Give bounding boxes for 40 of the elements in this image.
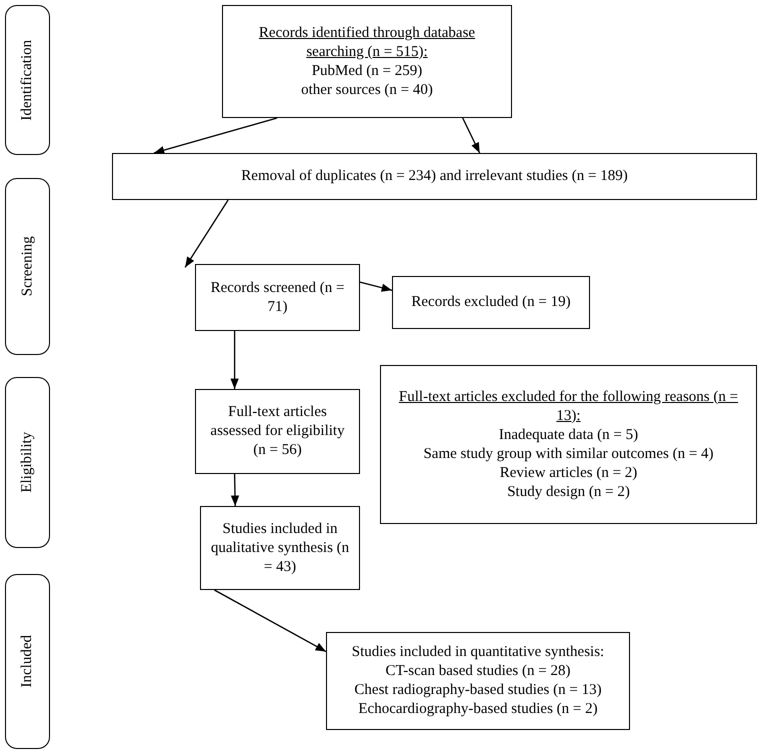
- phase-band: [5, 5, 50, 155]
- arrow: [360, 281, 392, 292]
- phase-label: Eligibility: [18, 432, 36, 493]
- process-box: [326, 632, 630, 730]
- box-text: Same study group with similar outcomes (n = 4): [423, 444, 714, 464]
- box-text: Full-text articles assessed for eligibility (n = 56): [209, 403, 346, 460]
- process-box: [392, 276, 590, 329]
- phase-label: Included: [18, 635, 36, 688]
- box-text: Review articles (n = 2): [500, 464, 638, 482]
- box-text: Removal of duplicates (n = 234) and irrelevant studies (n = 189): [241, 167, 628, 186]
- phase-band: [5, 574, 50, 749]
- box-text: Records screened (n = 71): [210, 278, 346, 316]
- box-text: Inadequate data (n = 5): [498, 426, 638, 444]
- arrow: [154, 117, 278, 154]
- arrow: [230, 474, 240, 506]
- phase-band: [5, 377, 50, 548]
- process-box: [112, 153, 757, 200]
- arrow: [184, 200, 229, 268]
- box-heading: Full-text articles excluded for the following reasons (n = 13):: [398, 388, 740, 426]
- arrow: [230, 331, 239, 389]
- box-text: Study design (n = 2): [507, 482, 630, 502]
- box-heading: Records identified through database searching (n = 515):: [258, 24, 476, 62]
- box-text: Studies included in qualitative synthesis (n = 43): [210, 520, 350, 576]
- box-text: CT-scan based studies (n = 28): [386, 662, 570, 681]
- box-heading: Studies included in quantitative synthesis:: [352, 643, 604, 662]
- arrow: [462, 118, 480, 154]
- process-box: [200, 506, 360, 590]
- process-box: [222, 5, 512, 118]
- process-box: [195, 264, 360, 331]
- box-text: PubMed (n = 259): [312, 62, 422, 80]
- box-text: Records excluded (n = 19): [411, 293, 571, 312]
- box-text: other sources (n = 40): [301, 80, 433, 100]
- phase-label: Identification: [18, 40, 36, 120]
- arrow: [214, 589, 326, 652]
- process-box: [195, 389, 360, 474]
- phase-band: [5, 178, 50, 355]
- box-text: Chest radiography-based studies (n = 13): [354, 681, 602, 700]
- box-text: Echocardiography-based studies (n = 2): [358, 700, 598, 719]
- phase-label: Screening: [18, 236, 36, 296]
- process-box: [380, 365, 757, 524]
